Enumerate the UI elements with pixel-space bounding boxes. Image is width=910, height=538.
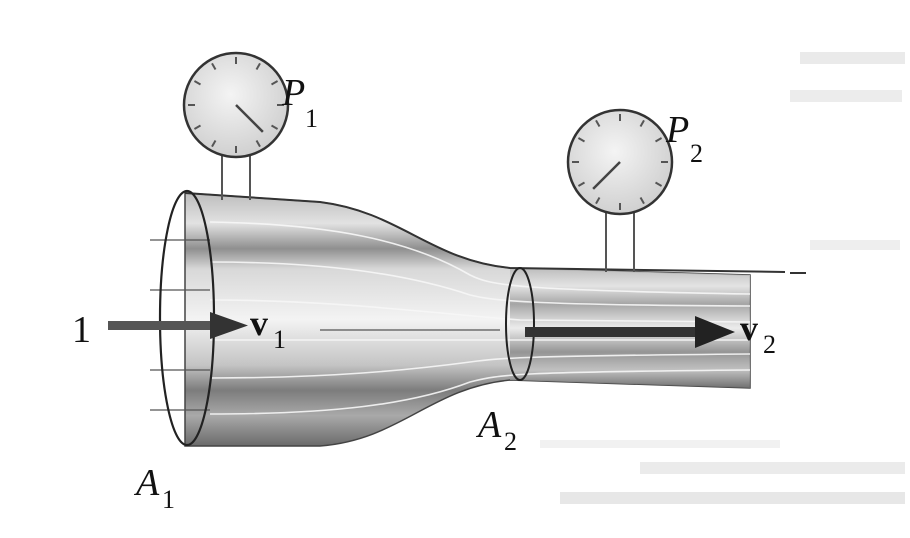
label-a1-letter: A <box>133 462 160 504</box>
label-v1-letter: v <box>250 303 268 343</box>
label-v1-sub: 1 <box>273 325 286 354</box>
gauge-p1-needle <box>235 104 264 133</box>
velocity-arrow-v2 <box>525 316 735 348</box>
gauge-tick <box>193 80 201 86</box>
gauge-tick <box>271 80 279 86</box>
label-p2-letter: P <box>665 109 689 151</box>
label-p1: P 1 <box>281 72 318 133</box>
label-v2: v 2 <box>740 308 776 359</box>
gauge-tick <box>193 124 201 130</box>
gauge-tick <box>255 62 261 70</box>
label-p1-letter: P <box>281 72 305 114</box>
gauge-tick <box>595 197 601 205</box>
cross-section-a2 <box>505 267 535 381</box>
label-p2-sub: 2 <box>690 139 703 168</box>
gauge-tick <box>211 140 217 148</box>
gauge-tick <box>655 181 663 187</box>
gauge-p2-needle <box>592 161 621 190</box>
label-a1: A 1 <box>133 462 175 514</box>
label-v2-sub: 2 <box>763 330 776 359</box>
gauge-p1-ticks <box>188 57 284 153</box>
gauge-tick <box>639 119 645 127</box>
label-a2: A 2 <box>475 404 517 456</box>
gauge-tick <box>595 119 601 127</box>
gauge-tick <box>271 124 279 130</box>
label-a2-sub: 2 <box>504 427 517 456</box>
pressure-gauge-p1 <box>182 51 290 200</box>
label-a2-letter: A <box>475 404 502 446</box>
streamlines <box>209 221 751 415</box>
label-inlet-1: 1 <box>72 309 91 351</box>
label-a1-sub: 1 <box>162 485 175 514</box>
gauge-tick <box>639 197 645 205</box>
label-p1-sub: 1 <box>305 104 318 133</box>
label-p2: P 2 <box>665 109 703 168</box>
pressure-gauge-p2 <box>566 108 674 272</box>
gauge-tick <box>211 62 217 70</box>
gauge-tick <box>577 137 585 143</box>
label-v1: v 1 <box>250 303 286 354</box>
faded-background-text <box>540 52 905 504</box>
gauge-tick <box>655 137 663 143</box>
pipe-top-outline <box>184 192 786 273</box>
velocity-arrow-v1 <box>108 312 248 339</box>
inlet-flow-lines <box>150 239 500 411</box>
label-v2-letter: v <box>740 308 758 348</box>
gauge-tick <box>255 140 261 148</box>
gauge-tick <box>577 181 585 187</box>
gauge-p2-ticks <box>572 114 668 210</box>
